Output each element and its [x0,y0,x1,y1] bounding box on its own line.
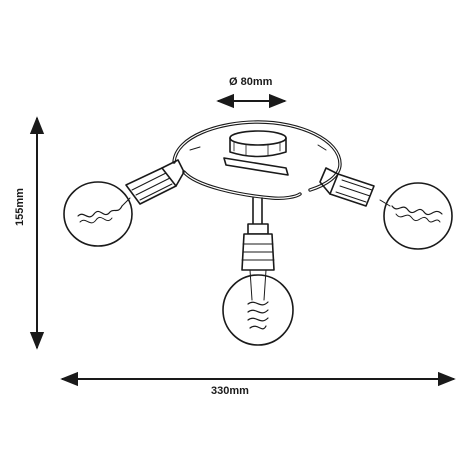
diameter-label: Ø 80mm [229,76,273,88]
lamp-fixture [63,120,453,346]
left-lamp [63,159,185,247]
center-lamp [222,197,294,346]
ceiling-canopy [229,130,287,158]
right-lamp [319,167,453,250]
height-label: 155mm [14,188,26,226]
width-label: 330mm [211,385,249,397]
spiral-bar [172,120,342,200]
